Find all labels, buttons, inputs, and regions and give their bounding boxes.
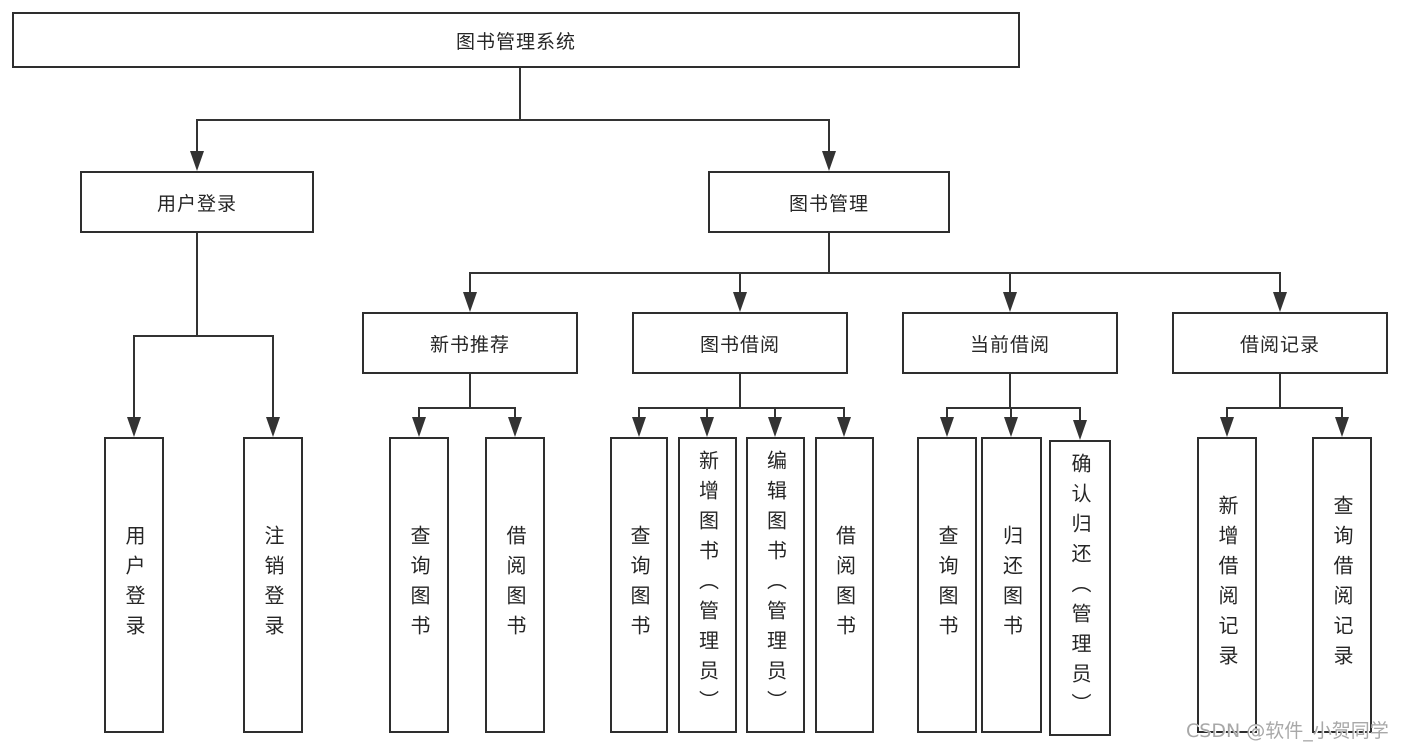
leaf-logout: 注销登录 [243,437,303,733]
leaf-query-borrow-record: 查询借阅记录 [1312,437,1372,733]
leaf-confirm-return-admin: 确认归还（管理员） [1049,440,1111,736]
leaf-user-login: 用户登录 [104,437,164,733]
leaf-add-books-admin: 新增图书（管理员） [678,437,737,733]
node-label: 用户登录 [156,192,237,215]
leaf-query-books-borrowing: 查询图书 [610,437,668,733]
node-label: 当前借阅 [969,333,1050,356]
leaf-label: 用户登录 [122,525,146,645]
node-new-book-recommendation: 新书推荐 [362,312,578,374]
node-label: 图书借阅 [699,333,780,356]
node-label: 借阅记录 [1239,333,1320,356]
leaf-borrow-books-recommend: 借阅图书 [485,437,545,733]
node-book-management: 图书管理 [708,171,950,233]
leaf-label: 归还图书 [999,525,1024,645]
leaf-label: 注销登录 [261,525,285,645]
node-label: 图书管理 [788,192,869,215]
node-borrow-records: 借阅记录 [1172,312,1388,374]
leaf-add-borrow-record: 新增借阅记录 [1197,437,1257,733]
node-label: 新书推荐 [429,333,510,356]
leaf-label: 查询借阅记录 [1330,495,1354,675]
leaf-query-books-recommend: 查询图书 [389,437,449,733]
node-current-borrowing: 当前借阅 [902,312,1118,374]
leaf-query-books-current: 查询图书 [917,437,977,733]
leaf-borrow-books-borrowing: 借阅图书 [815,437,874,733]
leaf-label: 查询图书 [935,525,959,645]
leaf-edit-books-admin: 编辑图书（管理员） [746,437,805,733]
node-label: 图书管理系统 [455,30,576,53]
node-book-management-system: 图书管理系统 [12,12,1020,68]
node-book-borrowing: 图书借阅 [632,312,848,374]
leaf-label: 借阅图书 [832,525,857,645]
arrowhead-icons [127,151,1349,440]
leaf-label: 确认归还（管理员） [1068,453,1092,723]
leaf-label: 查询图书 [407,525,431,645]
leaf-label: 查询图书 [627,525,651,645]
leaf-label: 编辑图书（管理员） [763,450,788,720]
leaf-label: 新增借阅记录 [1215,495,1239,675]
leaf-return-books: 归还图书 [981,437,1042,733]
leaf-label: 新增图书（管理员） [695,450,720,720]
node-user-login: 用户登录 [80,171,314,233]
leaf-label: 借阅图书 [503,525,527,645]
